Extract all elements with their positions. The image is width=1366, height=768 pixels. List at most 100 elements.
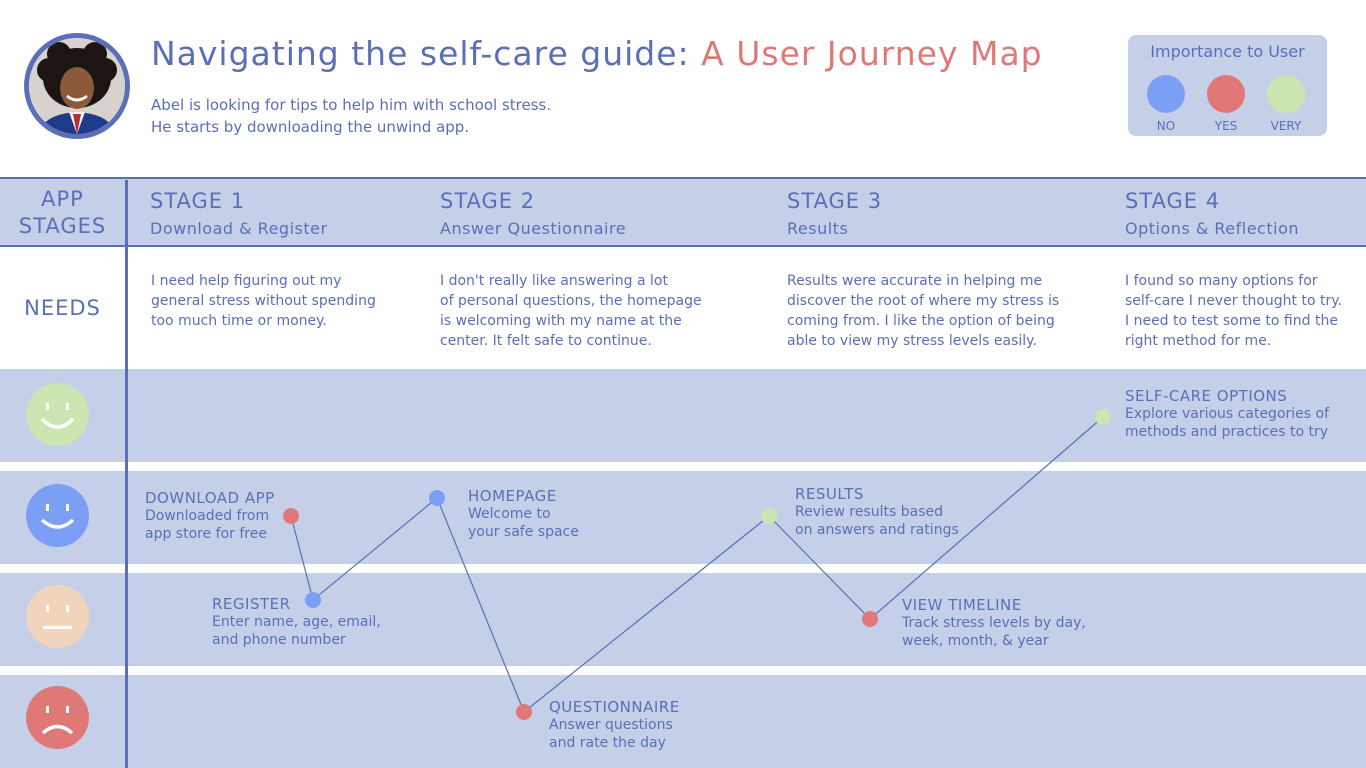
point-desc-line: and phone number <box>212 632 346 648</box>
point-desc-line: app store for free <box>145 526 267 542</box>
legend-label-yes: YES <box>1214 119 1238 133</box>
stage-1-header: STAGE 1 Download & Register <box>150 189 328 238</box>
point-results: RESULTS Review results based on answers … <box>795 485 959 539</box>
point-questionnaire-dot <box>516 704 532 720</box>
need-line: Results were accurate in helping me <box>787 273 1043 289</box>
need-line: I don't really like answering a lot <box>440 273 668 289</box>
legend-dot-no <box>1147 75 1185 113</box>
need-line: I need to test some to find the <box>1125 313 1338 329</box>
title-accent: A User Journey Map <box>701 34 1043 73</box>
point-view-timeline: VIEW TIMELINE Track stress levels by day… <box>902 596 1086 650</box>
stages-band <box>0 178 1366 246</box>
point-desc-line: Downloaded from <box>145 508 270 524</box>
stage-3-need: Results were accurate in helping me disc… <box>787 271 1097 351</box>
stage-4-number: STAGE 4 <box>1125 189 1221 213</box>
point-download-app: DOWNLOAD APP Downloaded from app store f… <box>145 489 275 543</box>
point-desc-line: Welcome to <box>468 506 551 522</box>
point-title: SELF-CARE OPTIONS <box>1125 387 1288 405</box>
need-line: right method for me. <box>1125 333 1272 349</box>
point-view-timeline-dot <box>862 611 878 627</box>
app-stages-label-line-1: APP <box>41 187 84 211</box>
point-download-app-dot <box>283 508 299 524</box>
user-avatar <box>24 33 130 139</box>
stage-4-need: I found so many options for self-care I … <box>1125 271 1363 351</box>
title-main: Navigating the self-care guide: <box>151 34 702 73</box>
stage-2-name: Answer Questionnaire <box>440 219 627 238</box>
need-line: discover the root of where my stress is <box>787 293 1060 309</box>
mood-row-neutral <box>0 573 1366 666</box>
need-line: self-care I never thought to try. <box>1125 293 1342 309</box>
need-line: coming from. I like the option of being <box>787 313 1055 329</box>
need-line: general stress without spending <box>151 293 376 309</box>
legend-label-no: NO <box>1156 119 1176 133</box>
legend-dot-very <box>1267 75 1305 113</box>
point-desc-line: Answer questions <box>549 717 673 733</box>
point-desc-line: methods and practices to try <box>1125 424 1328 440</box>
person-portrait-icon <box>29 38 125 134</box>
point-title: VIEW TIMELINE <box>902 596 1022 614</box>
legend-dot-yes <box>1207 75 1245 113</box>
point-title: REGISTER <box>212 595 291 613</box>
point-title: HOMEPAGE <box>468 487 557 505</box>
sad-face-icon <box>26 686 89 749</box>
intro-line-1: Abel is looking for tips to help him wit… <box>151 96 552 114</box>
point-desc-line: Enter name, age, email, <box>212 614 381 630</box>
need-line: I need help figuring out my <box>151 273 342 289</box>
avatar-portrait <box>29 38 125 134</box>
point-questionnaire: QUESTIONNAIRE Answer questions and rate … <box>549 698 680 752</box>
stages-top-divider <box>0 177 1366 179</box>
journey-line <box>290 416 1104 713</box>
page-title: Navigating the self-care guide: A User J… <box>151 34 1043 73</box>
legend-label-very: VERY <box>1270 119 1302 133</box>
need-line: is welcoming with my name at the <box>440 313 682 329</box>
neutral-face-icon <box>26 585 89 648</box>
mood-row-happy <box>0 471 1366 564</box>
point-title: QUESTIONNAIRE <box>549 698 680 716</box>
mood-row-very-happy <box>0 369 1366 462</box>
mood-row-sad <box>0 675 1366 768</box>
stage-3-number: STAGE 3 <box>787 189 883 213</box>
need-line: center. It felt safe to continue. <box>440 333 652 349</box>
point-desc-line: Review results based <box>795 504 944 520</box>
need-line: of personal questions, the homepage <box>440 293 702 309</box>
legend-item-very: VERY <box>1261 75 1311 133</box>
point-desc-line: week, month, & year <box>902 633 1049 649</box>
point-desc-line: and rate the day <box>549 735 666 751</box>
intro-text: Abel is looking for tips to help him wit… <box>151 94 551 138</box>
stage-4-name: Options & Reflection <box>1125 219 1299 238</box>
point-register: REGISTER Enter name, age, email, and pho… <box>212 595 381 649</box>
need-line: I found so many options for <box>1125 273 1318 289</box>
need-line: too much time or money. <box>151 313 327 329</box>
point-title: DOWNLOAD APP <box>145 489 275 507</box>
column-divider <box>125 180 128 768</box>
point-title: RESULTS <box>795 485 864 503</box>
point-homepage: HOMEPAGE Welcome to your safe space <box>468 487 579 541</box>
stage-3-header: STAGE 3 Results <box>787 189 882 238</box>
stage-2-header: STAGE 2 Answer Questionnaire <box>440 189 626 238</box>
legend-item-yes: YES <box>1201 75 1251 133</box>
importance-legend: Importance to User NO YES VERY <box>1128 35 1327 136</box>
stage-1-name: Download & Register <box>150 219 328 238</box>
stage-1-number: STAGE 1 <box>150 189 246 213</box>
needs-label: NEEDS <box>24 296 101 320</box>
point-homepage-dot <box>429 490 445 506</box>
point-self-care-options-dot <box>1095 409 1111 425</box>
legend-title: Importance to User <box>1150 42 1305 61</box>
point-self-care-options: SELF-CARE OPTIONS Explore various catego… <box>1125 387 1329 441</box>
app-stages-label-line-2: STAGES <box>18 214 107 238</box>
legend-item-no: NO <box>1141 75 1191 133</box>
need-line: able to view my stress levels easily. <box>787 333 1037 349</box>
intro-line-2: He starts by downloading the unwind app. <box>151 118 470 136</box>
very-happy-face-icon <box>26 383 89 446</box>
stage-2-number: STAGE 2 <box>440 189 536 213</box>
stages-bottom-divider <box>0 245 1366 247</box>
app-stages-label: APP STAGES <box>0 186 125 240</box>
point-desc-line: Track stress levels by day, <box>902 615 1086 631</box>
point-results-dot <box>761 508 777 524</box>
stage-3-name: Results <box>787 219 849 238</box>
point-register-dot <box>305 592 321 608</box>
stage-2-need: I don't really like answering a lot of p… <box>440 271 740 351</box>
point-desc-line: Explore various categories of <box>1125 406 1330 422</box>
point-desc-line: your safe space <box>468 524 579 540</box>
